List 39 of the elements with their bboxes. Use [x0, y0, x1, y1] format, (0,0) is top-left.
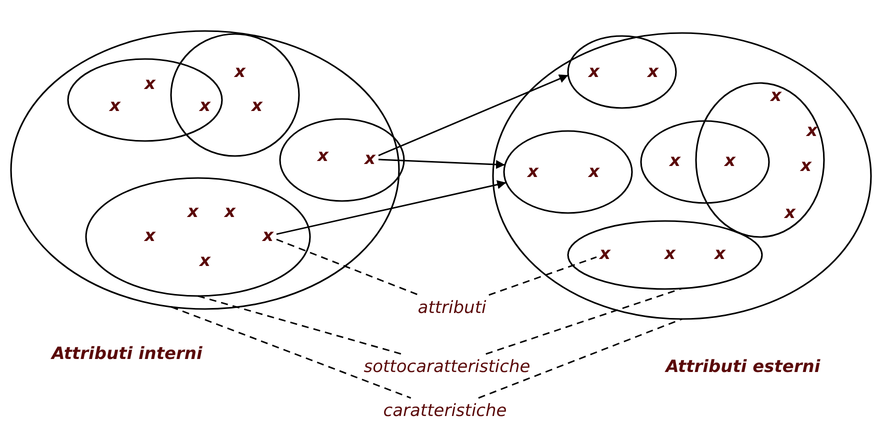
point-mark: x	[648, 63, 658, 82]
point-mark: x	[588, 163, 600, 182]
point-mark: x	[252, 97, 262, 116]
callout-label: sottocaratteristiche	[364, 357, 530, 377]
callout-label: attributi	[418, 298, 486, 318]
point-mark: x	[318, 147, 328, 166]
point-mark: x	[770, 87, 782, 106]
point-mark: x	[600, 245, 610, 264]
leader-line	[478, 318, 682, 399]
point-mark: x	[188, 203, 198, 222]
callout-label: caratteristiche	[383, 401, 507, 421]
point-mark: x	[664, 245, 676, 264]
point-mark: x	[144, 75, 156, 94]
leader-line	[486, 288, 682, 355]
leader-line	[198, 295, 402, 355]
point-mark: x	[528, 163, 538, 182]
point-mark: x	[200, 97, 210, 116]
arrow	[378, 158, 505, 169]
set-heading: Attributi interni	[52, 344, 202, 364]
point-mark: x	[234, 63, 246, 82]
point-mark: x	[784, 204, 796, 222]
leader-line	[171, 306, 412, 399]
point-mark: x	[224, 203, 236, 222]
point-mark: x	[714, 245, 726, 264]
point-mark: x	[806, 122, 818, 140]
leader-line	[488, 256, 597, 296]
point-mark: x	[364, 150, 376, 168]
point-mark: x	[262, 227, 274, 246]
point-mark: x	[724, 152, 736, 170]
point-mark: x	[200, 252, 210, 270]
point-mark: x	[110, 97, 120, 116]
leader-line	[276, 238, 419, 296]
point-mark: x	[144, 227, 156, 246]
point-mark: x	[800, 157, 812, 176]
arrow	[276, 180, 506, 235]
point-mark: x	[670, 152, 680, 170]
arrow	[378, 74, 568, 156]
set-heading: Attributi esterni	[666, 357, 820, 377]
point-mark: x	[588, 63, 600, 82]
